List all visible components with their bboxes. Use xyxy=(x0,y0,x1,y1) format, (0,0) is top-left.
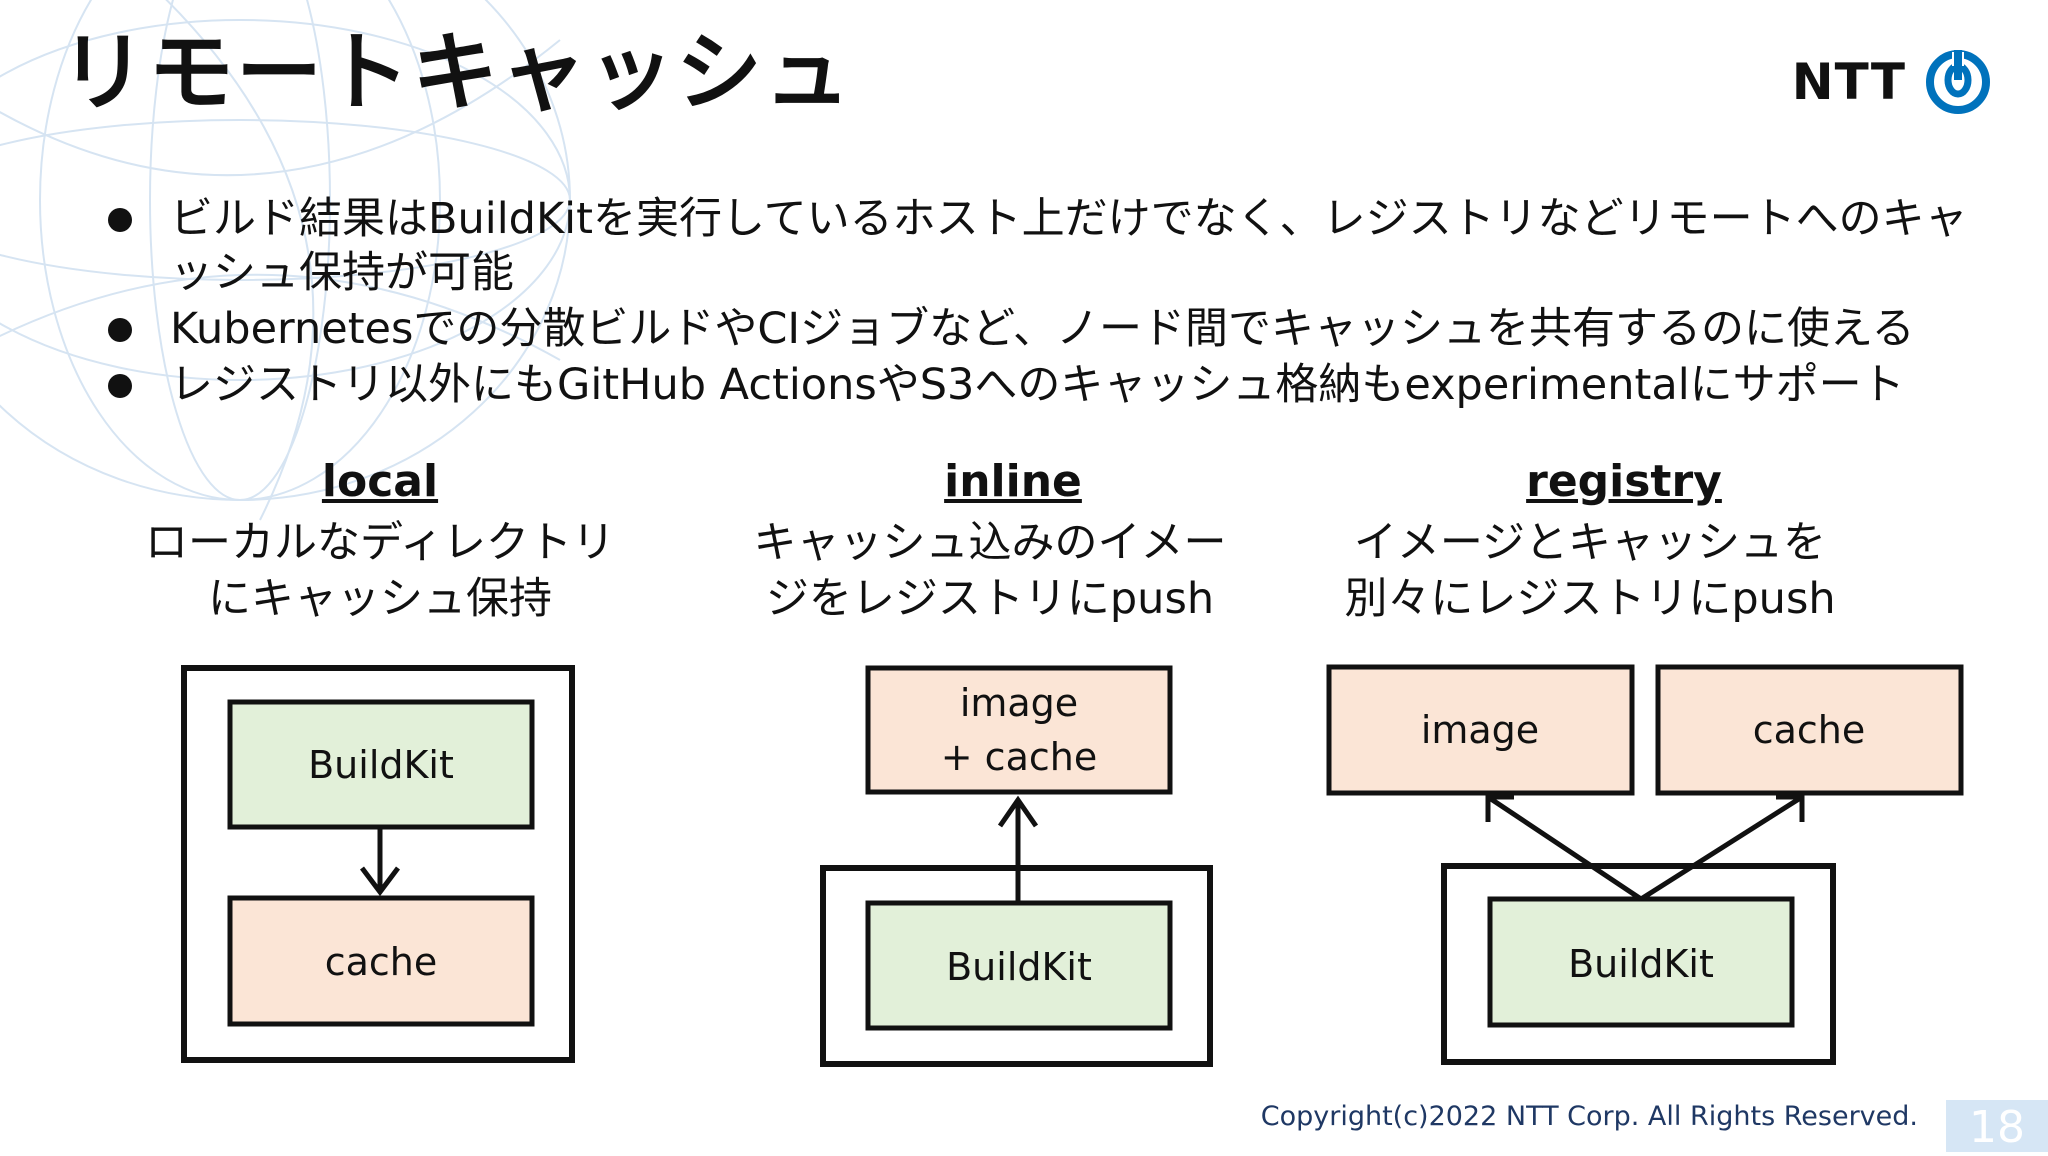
bullet-item: Kubernetesでの分散ビルドやCIジョブなど、ノード間でキャッシュを共有す… xyxy=(100,302,2000,356)
brand-name: NTT xyxy=(1791,53,1906,111)
bullet-item: ビルド結果はBuildKitを実行しているホスト上だけでなく、レジストリなどリモ… xyxy=(100,192,2000,300)
local-heading: local xyxy=(321,456,439,507)
ntt-logo: NTT xyxy=(1792,48,1992,116)
registry-buildkit-label: BuildKit xyxy=(1568,942,1714,986)
bullet-dot xyxy=(108,318,132,342)
bullet-list: ビルド結果はBuildKitを実行しているホスト上だけでなく、レジストリなどリモ… xyxy=(100,192,2000,414)
inline-image-cache-box xyxy=(865,665,1173,795)
registry-buildkit-box xyxy=(1487,896,1795,1028)
registry-arrow-image-line xyxy=(1486,794,1643,902)
registry-arrow-image-head xyxy=(1485,794,1514,822)
local-diagram: BuildKit cache xyxy=(181,665,575,1063)
registry-cache-label: cache xyxy=(1753,708,1866,752)
inline-description: キャッシュ込みのイメー ジをレジストリにpush xyxy=(753,518,1227,624)
inline-buildkit-box xyxy=(865,900,1173,1031)
registry-arrow-cache-line xyxy=(1639,794,1804,902)
background-globe xyxy=(0,0,571,521)
page-title: リモートキャッシュ xyxy=(60,23,852,123)
local-cache-box xyxy=(227,895,535,1027)
local-arrow-head xyxy=(360,866,400,897)
bullet-item: レジストリ以外にもGitHub ActionsやS3へのキャッシュ格納もexpe… xyxy=(100,358,2000,412)
inline-arrow-head xyxy=(997,795,1039,828)
registry-description: イメージとキャッシュを 別々にレジストリにpush xyxy=(1344,518,1836,624)
registry-arrow-cache-head xyxy=(1776,794,1805,822)
inline-heading: inline xyxy=(944,456,1082,507)
registry-heading: registry xyxy=(1526,456,1722,507)
registry-cache-box xyxy=(1655,664,1964,796)
inline-image-label: image xyxy=(960,681,1078,725)
bullet-dot xyxy=(108,374,132,398)
local-buildkit-label: BuildKit xyxy=(308,743,454,787)
inline-cache-label: + cache xyxy=(941,735,1097,779)
copyright-text: Copyright(c)2022 NTT Corp. All Rights Re… xyxy=(1260,1101,1918,1132)
registry-image-box xyxy=(1326,664,1635,796)
bullet-dot xyxy=(108,208,132,232)
page-number: 18 xyxy=(1946,1100,2048,1153)
inline-buildkit-label: BuildKit xyxy=(946,945,1092,989)
local-cache-label: cache xyxy=(325,940,438,984)
ntt-logo-icon xyxy=(1926,50,1990,114)
registry-image-label: image xyxy=(1421,708,1539,752)
local-buildkit-box xyxy=(227,699,535,830)
registry-diagram: image cache BuildKit xyxy=(1326,664,1964,1065)
local-description: ローカルなディレクトリ にキャッシュ保持 xyxy=(145,518,615,624)
inline-diagram: image + cache BuildKit xyxy=(820,665,1213,1067)
